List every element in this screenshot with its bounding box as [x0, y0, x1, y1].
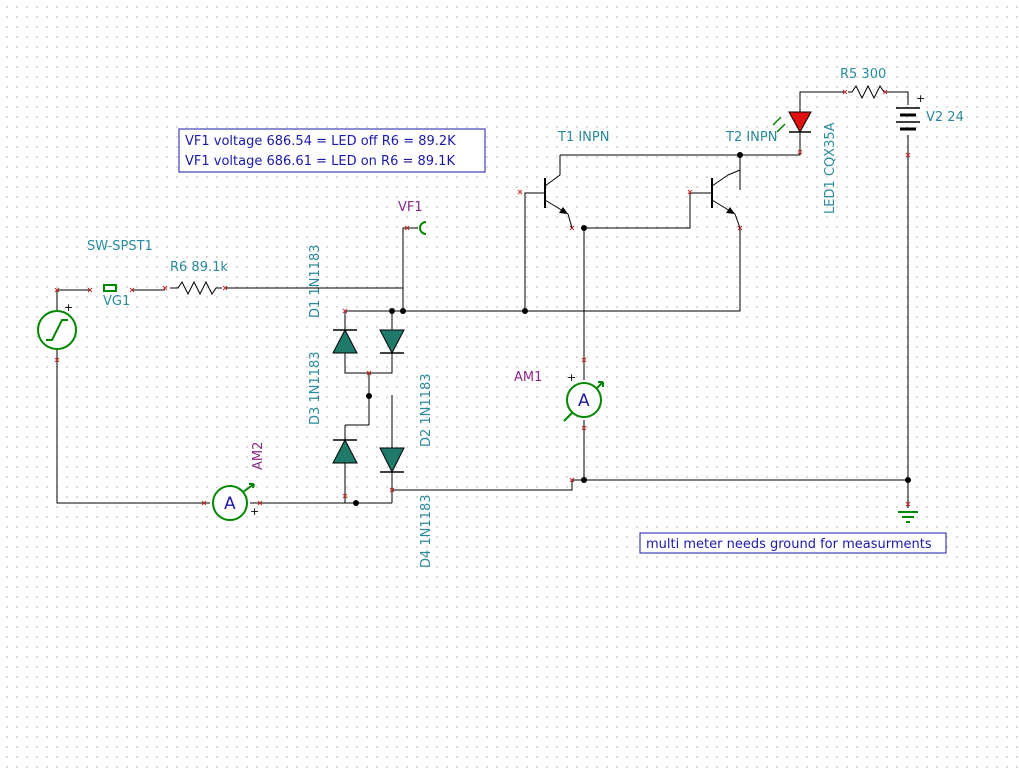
junction-dots — [353, 152, 911, 506]
t1-label: T1 INPN — [557, 130, 609, 145]
am2-plus: + — [250, 505, 259, 518]
ammeter-am1-icon[interactable]: A + — [563, 371, 604, 422]
ground-note-text: multi meter needs ground for measurments — [646, 537, 932, 552]
switch-label: SW-SPST1 — [87, 239, 153, 254]
d1-label: D1 1N1183 — [308, 245, 323, 319]
led-threshold-note: VF1 voltage 686.54 = LED off R6 = 89.2K … — [178, 128, 486, 173]
note-line-2: VF1 voltage 686.61 = LED on R6 = 89.1K — [185, 154, 455, 169]
d2-label: D2 1N1183 — [419, 374, 434, 448]
vf1-label: VF1 — [398, 200, 423, 215]
wires — [56, 91, 909, 508]
am2-label: AM2 — [251, 442, 266, 470]
r5-label: R5 300 — [840, 67, 886, 82]
d3-label: D3 1N1183 — [308, 352, 323, 426]
t2-label: T2 INPN — [725, 130, 777, 145]
am2-symbol: A — [224, 494, 236, 514]
vg1-label: VG1 — [103, 294, 130, 309]
led1-label: LED1 CQX35A — [823, 122, 838, 214]
ground-note: multi meter needs ground for measurments — [639, 532, 947, 554]
v2-plus: + — [916, 92, 925, 105]
voltage-probe-icon[interactable] — [419, 221, 427, 235]
resistor-icon[interactable] — [170, 280, 222, 296]
am1-label: AM1 — [514, 370, 542, 385]
note-line-1: VF1 voltage 686.54 = LED off R6 = 89.2K — [185, 134, 456, 149]
r6-label: R6 89.1k — [170, 260, 228, 275]
resistor-r5-icon[interactable] — [848, 84, 885, 100]
diode-d4-icon[interactable] — [379, 447, 405, 474]
npn-transistor-t2-icon[interactable] — [711, 169, 741, 229]
switch-icon[interactable] — [103, 284, 117, 292]
signal-generator-icon[interactable]: + — [37, 301, 77, 350]
battery-icon[interactable]: + — [896, 92, 925, 131]
npn-transistor-t1-icon[interactable] — [544, 174, 573, 229]
am1-symbol: A — [578, 391, 590, 411]
ammeter-am2-icon[interactable]: A + — [212, 483, 259, 521]
ground-icon[interactable] — [898, 511, 918, 523]
diode-d3-lower-icon[interactable] — [332, 438, 358, 464]
am1-plus: + — [567, 371, 576, 384]
vg1-plus: + — [64, 301, 73, 314]
diode-d1-icon[interactable] — [379, 329, 405, 355]
v2-label: V2 24 — [926, 110, 964, 125]
diode-d3-icon[interactable] — [332, 328, 358, 354]
d4-label: D4 1N1183 — [419, 495, 434, 569]
pin-markers — [54, 89, 911, 507]
led-icon[interactable] — [772, 111, 812, 134]
